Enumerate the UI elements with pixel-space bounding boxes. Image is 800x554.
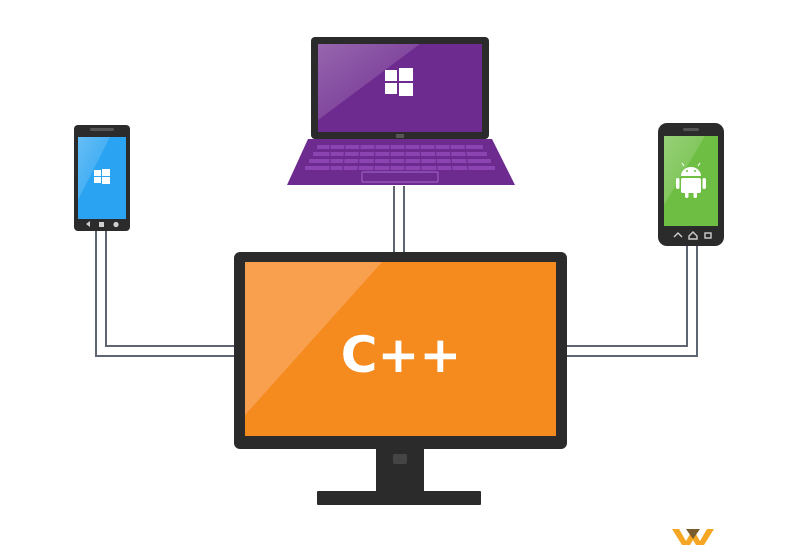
watermark-logo-icon: [672, 529, 714, 545]
monitor-screen-glare: [245, 262, 382, 415]
cable-left-inner: [105, 230, 234, 347]
keyboard-keys: [305, 145, 495, 170]
windows-phone: [74, 125, 130, 231]
android-nav-buttons: [673, 231, 712, 240]
windows-logo-icon: [94, 169, 110, 184]
phone-nav-buttons: [86, 221, 119, 228]
laptop-trackpad: [361, 171, 439, 183]
cpp-label: C++: [341, 326, 461, 384]
cable-right-inner: [566, 246, 688, 347]
cable-left-outer: [95, 230, 234, 357]
connector-cables: [95, 186, 698, 357]
monitor-base: [317, 491, 481, 505]
android-robot-icon: [676, 162, 706, 198]
cable-right-outer: [566, 246, 698, 357]
android-phone: [658, 123, 724, 246]
monitor: C++: [234, 252, 567, 505]
keyboard-key-gaps: [329, 144, 469, 171]
windows-laptop: [287, 37, 515, 185]
windows-logo-icon: [385, 68, 413, 96]
